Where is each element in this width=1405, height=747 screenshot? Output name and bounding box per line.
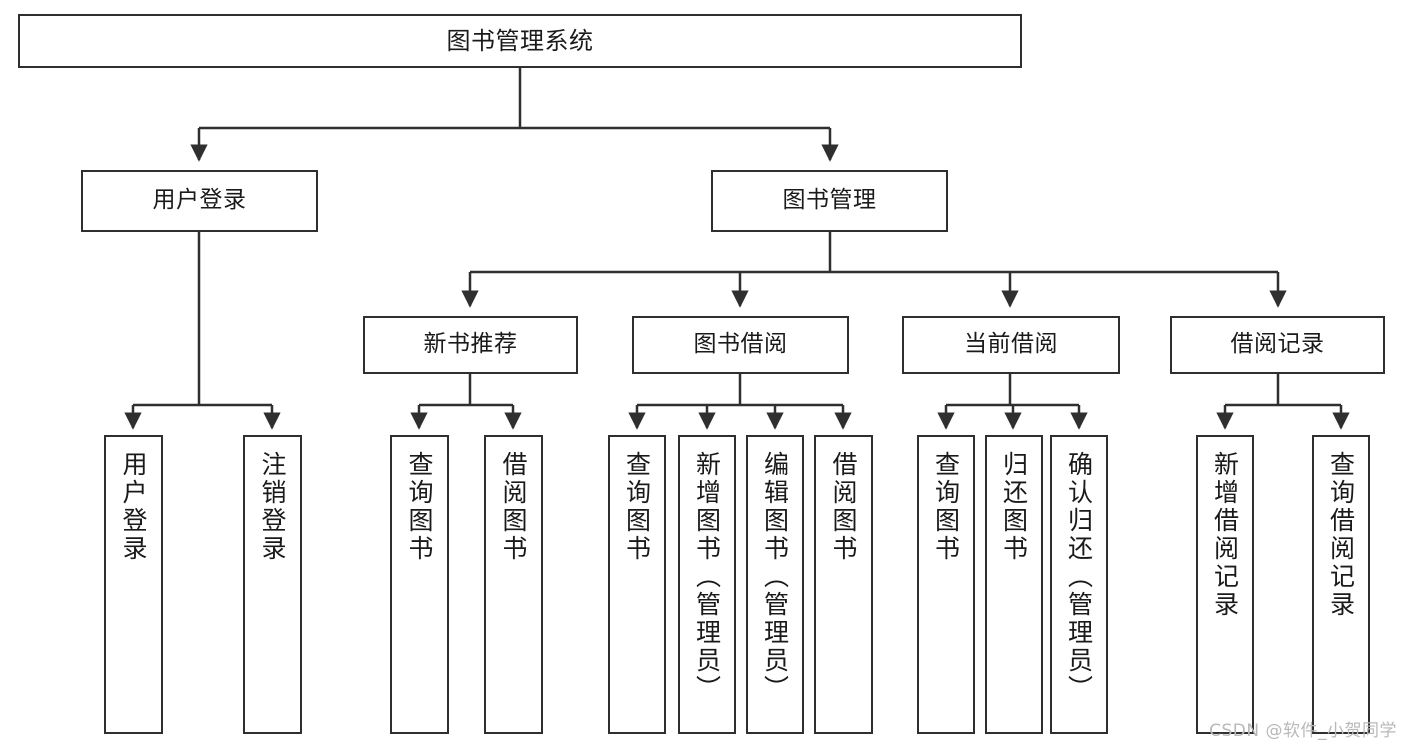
leaf-user-login-logout[interactable]: 注销登录 xyxy=(243,435,302,734)
watermark: CSDN @软件_小贺同学 xyxy=(1209,721,1397,741)
leaf-label: 确认归还（管理员） xyxy=(1064,451,1094,703)
node-new-book-recommend-label: 新书推荐 xyxy=(423,331,518,358)
node-book-management[interactable]: 图书管理 xyxy=(711,170,948,232)
node-book-borrow-label: 图书借阅 xyxy=(693,331,788,358)
leaf-record-add[interactable]: 新增借阅记录 xyxy=(1196,435,1254,734)
node-root-label: 图书管理系统 xyxy=(446,26,594,55)
leaf-user-login-login[interactable]: 用户登录 xyxy=(104,435,163,734)
leaf-current-return-book[interactable]: 归还图书 xyxy=(985,435,1043,734)
leaf-borrow-borrow-book[interactable]: 借阅图书 xyxy=(814,435,873,734)
node-book-borrow[interactable]: 图书借阅 xyxy=(632,316,849,374)
leaf-label: 注销登录 xyxy=(258,451,287,563)
node-borrow-record-label: 借阅记录 xyxy=(1230,331,1325,358)
node-borrow-record[interactable]: 借阅记录 xyxy=(1170,316,1385,374)
node-user-login[interactable]: 用户登录 xyxy=(81,170,318,232)
leaf-label: 借阅图书 xyxy=(499,451,528,563)
leaf-borrow-add-book[interactable]: 新增图书（管理员） xyxy=(678,435,736,734)
node-new-book-recommend[interactable]: 新书推荐 xyxy=(363,316,578,374)
leaf-record-query[interactable]: 查询借阅记录 xyxy=(1312,435,1370,734)
node-current-borrow[interactable]: 当前借阅 xyxy=(902,316,1120,374)
leaf-label: 查询借阅记录 xyxy=(1326,451,1356,619)
node-book-management-label: 图书管理 xyxy=(782,187,877,214)
leaf-label: 新增借阅记录 xyxy=(1210,451,1240,619)
leaf-label: 用户登录 xyxy=(119,451,148,563)
leaf-current-confirm-return[interactable]: 确认归还（管理员） xyxy=(1050,435,1108,734)
leaf-new-book-query[interactable]: 查询图书 xyxy=(390,435,449,734)
leaf-label: 新增图书（管理员） xyxy=(692,451,722,703)
node-current-borrow-label: 当前借阅 xyxy=(964,331,1058,358)
leaf-label: 编辑图书（管理员） xyxy=(760,451,790,703)
node-root[interactable]: 图书管理系统 xyxy=(18,14,1022,68)
leaf-label: 查询图书 xyxy=(622,451,652,563)
node-user-login-label: 用户登录 xyxy=(152,187,247,214)
leaf-new-book-borrow[interactable]: 借阅图书 xyxy=(484,435,543,734)
leaf-borrow-query-book[interactable]: 查询图书 xyxy=(608,435,666,734)
leaf-label: 归还图书 xyxy=(999,451,1029,563)
leaf-label: 借阅图书 xyxy=(829,451,858,563)
leaf-borrow-edit-book[interactable]: 编辑图书（管理员） xyxy=(746,435,804,734)
leaf-label: 查询图书 xyxy=(931,451,961,563)
leaf-label: 查询图书 xyxy=(405,451,434,563)
leaf-current-query-book[interactable]: 查询图书 xyxy=(917,435,975,734)
